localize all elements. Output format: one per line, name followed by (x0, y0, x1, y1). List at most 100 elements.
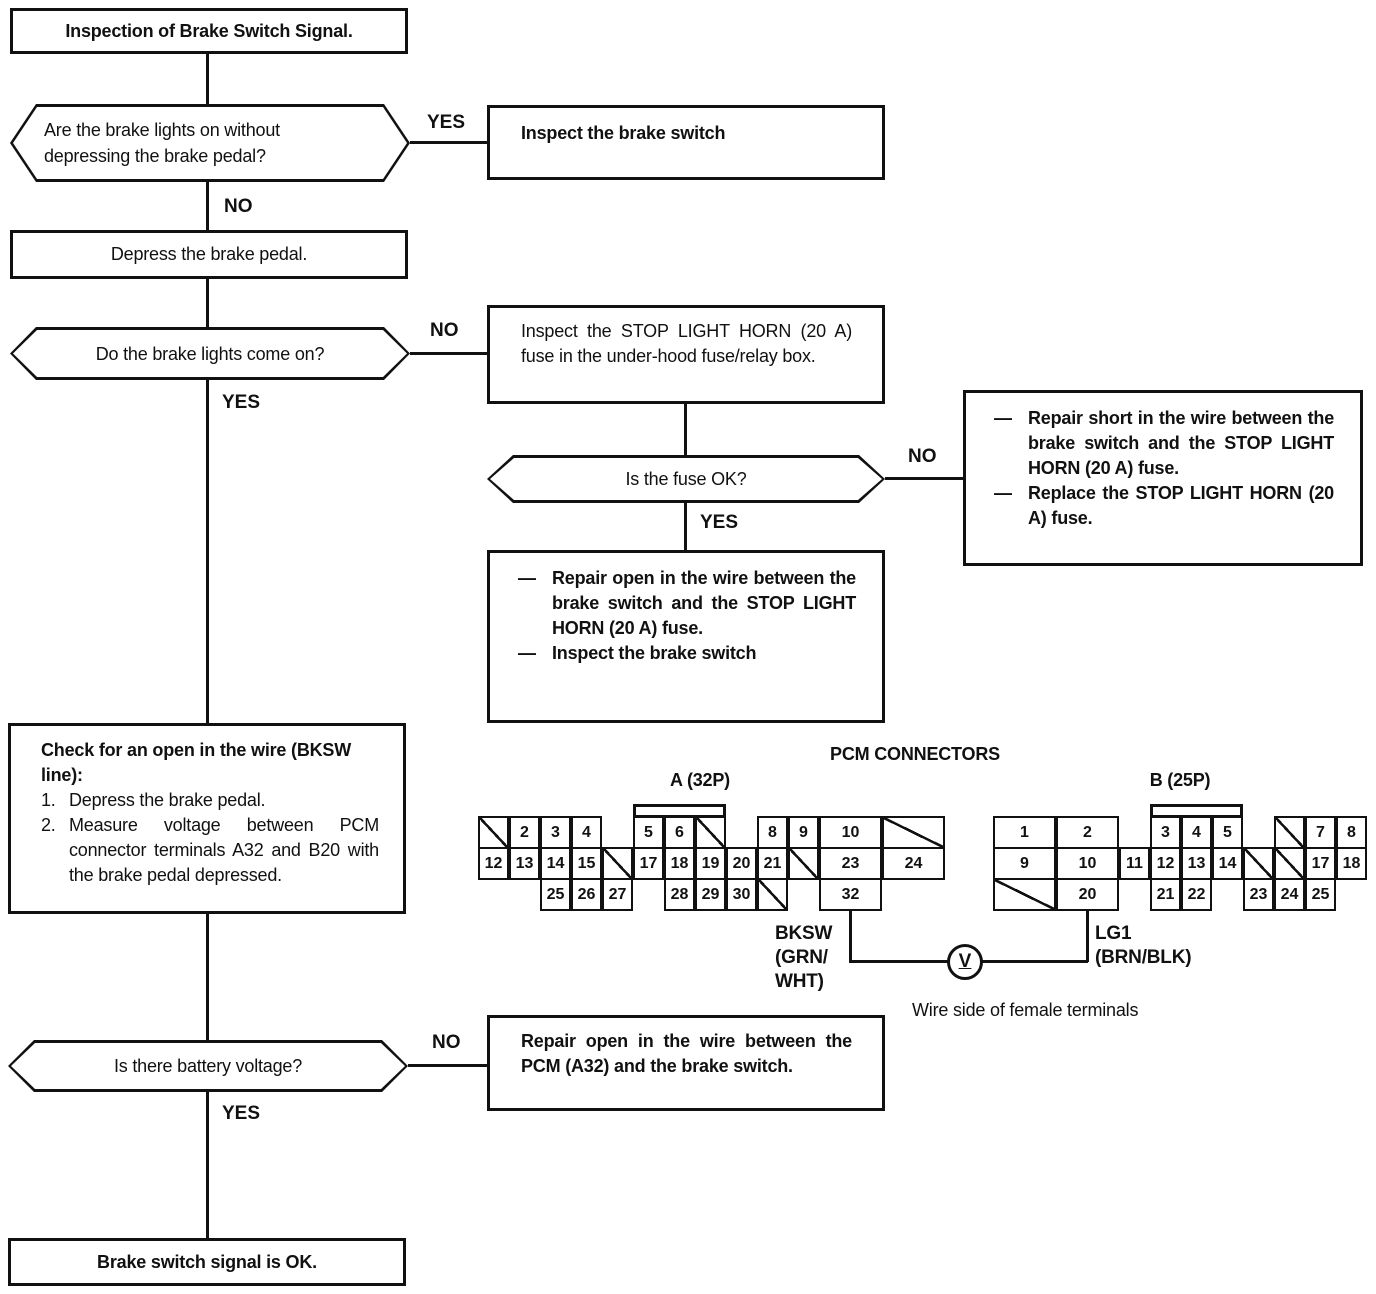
probe-wire (982, 960, 1088, 963)
pin-cell-b8: 8 (1336, 816, 1367, 849)
pin-cell-a24: 24 (882, 847, 945, 880)
flow-line (206, 54, 209, 104)
pin-cell-a29: 29 (695, 878, 726, 911)
probe-label-line: WHT) (775, 971, 824, 992)
branch-label-no: NO (430, 320, 459, 341)
end-box-text: Brake switch signal is OK. (97, 1251, 317, 1272)
pin-cell-b25: 25 (1305, 878, 1336, 911)
branch-label-yes: YES (700, 512, 739, 533)
hexagon-fill (13, 107, 407, 179)
probe-bksw-label: BKSW (GRN/ WHT) (775, 922, 832, 994)
pin-cell-b2: 2 (1056, 816, 1119, 849)
action-battery-no: Repair open in the wire between the PCM … (487, 1015, 885, 1111)
decision-fuse-ok: Is the fuse OK? (487, 455, 885, 503)
pin-cell-a6: 6 (664, 816, 695, 849)
pin-cell-a28: 28 (664, 878, 695, 911)
probe-wire (1086, 909, 1089, 962)
voltmeter-symbol: V (958, 951, 972, 972)
pin-cell-b24: 24 (1274, 878, 1305, 911)
pin-cell-blank (695, 816, 726, 849)
step-number: 1. (41, 790, 56, 810)
pin-cell-blank (1274, 816, 1305, 849)
dash-bullet: — (518, 568, 536, 588)
probe-label-line: (GRN/ (775, 947, 828, 968)
pin-cell-b17: 17 (1305, 847, 1336, 880)
decision-text: Do the brake lights come on? (95, 343, 325, 364)
pin-cell-a9: 9 (788, 816, 819, 849)
pin-cell-a17: 17 (633, 847, 664, 880)
pin-cell-blank (1243, 847, 1274, 880)
flow-line (206, 914, 209, 1040)
action-text: Replace the STOP LIGHT HORN (20 A) fuse. (1028, 483, 1334, 528)
pin-cell-a13: 13 (509, 847, 540, 880)
pcm-connectors-title: PCM CONNECTORS (830, 744, 1000, 764)
wire-side-note: Wire side of female terminals (912, 1000, 1139, 1020)
action-heading: Check for an open in the wire (BKSW line… (41, 740, 352, 785)
hexagon-fill (13, 330, 407, 377)
pin-cell-a27: 27 (602, 878, 633, 911)
connector-a-label: A (32P) (670, 770, 730, 790)
pin-cell-b7: 7 (1305, 816, 1336, 849)
action-fuse-no: — Repair short in the wire between the b… (963, 390, 1363, 566)
pin-cell-b3: 3 (1150, 816, 1181, 849)
pin-cell-a21: 21 (757, 847, 788, 880)
pin-cell-blank (478, 816, 509, 849)
decision-text: Is the fuse OK? (625, 469, 747, 489)
pin-cell-a15: 15 (571, 847, 602, 880)
pin-cell-b20: 20 (1056, 878, 1119, 911)
flow-line (410, 352, 487, 355)
pin-cell-a12: 12 (478, 847, 509, 880)
pin-cell-a20: 20 (726, 847, 757, 880)
pin-cell-a10: 10 (819, 816, 882, 849)
pin-cell-b12: 12 (1150, 847, 1181, 880)
hexagon-fill (490, 458, 882, 500)
step-number: 2. (41, 815, 56, 835)
action-text: Repair open in the wire between the brak… (552, 568, 856, 638)
action-text: Inspect the STOP LIGHT HORN (20 A) fuse … (521, 321, 852, 366)
probe-wire (849, 960, 948, 963)
action-text: Repair open in the wire between the PCM … (521, 1031, 852, 1076)
dash-bullet: — (994, 483, 1012, 503)
probe-lg1-label: LG1 (BRN/BLK) (1095, 922, 1192, 970)
action-text: Inspect the brake switch (521, 123, 726, 143)
pin-cell-b18: 18 (1336, 847, 1367, 880)
connector-b-label: B (25P) (1149, 770, 1211, 790)
dash-bullet: — (994, 408, 1012, 428)
pin-cell-a2: 2 (509, 816, 540, 849)
action-text: Inspect the brake switch (552, 643, 757, 663)
flow-line (410, 141, 487, 144)
action-list-item: — Repair short in the wire between the b… (994, 406, 1334, 481)
decision-text: Are the brake lights on without depressi… (44, 120, 280, 166)
pin-cell-b5: 5 (1212, 816, 1243, 849)
action-text: Repair short in the wire between the bra… (1028, 408, 1334, 478)
flow-line (885, 477, 963, 480)
pin-cell-blank (1274, 847, 1305, 880)
probe-wire (849, 909, 852, 962)
start-box: Inspection of Brake Switch Signal. (10, 8, 408, 54)
branch-label-no: NO (224, 196, 253, 217)
pin-cell-a30: 30 (726, 878, 757, 911)
pin-cell-b10: 10 (1056, 847, 1119, 880)
pin-cell-blank (602, 847, 633, 880)
step-text: Measure voltage between PCM connector te… (69, 815, 379, 885)
dash-bullet: — (518, 643, 536, 663)
pin-cell-a4: 4 (571, 816, 602, 849)
pin-cell-a18: 18 (664, 847, 695, 880)
probe-label-line: BKSW (775, 923, 833, 944)
action-inspect-fuse: Inspect the STOP LIGHT HORN (20 A) fuse … (487, 305, 885, 404)
action-depress-pedal: Depress the brake pedal. (10, 230, 408, 279)
probe-label-line: LG1 (1095, 923, 1132, 944)
probe-label-line: (BRN/BLK) (1095, 947, 1192, 968)
action-step: 2. Measure voltage between PCM connector… (41, 813, 379, 888)
flow-line (684, 503, 687, 550)
decision-brake-lights-come-on: Do the brake lights come on? (10, 327, 410, 380)
pin-cell-a26: 26 (571, 878, 602, 911)
decision-battery-voltage: Is there battery voltage? (8, 1040, 408, 1092)
decision-brake-lights-on: Are the brake lights on without depressi… (10, 104, 410, 182)
flow-line (206, 380, 209, 723)
voltmeter-icon: V (947, 944, 983, 980)
action-list-item: — Inspect the brake switch (518, 641, 856, 666)
action-list-item: — Replace the STOP LIGHT HORN (20 A) fus… (994, 481, 1334, 531)
pin-cell-blank (882, 816, 945, 849)
